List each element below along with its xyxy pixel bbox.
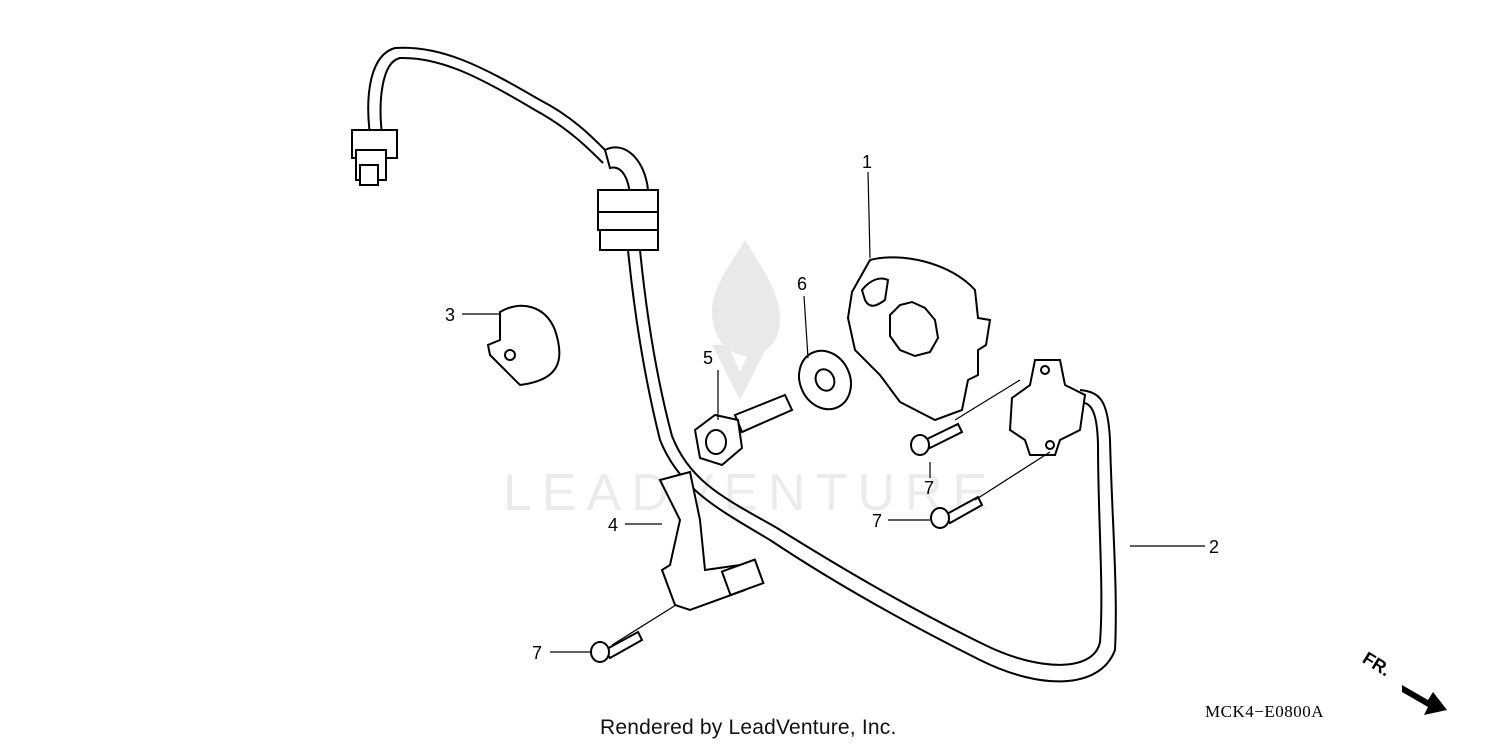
washer xyxy=(798,349,852,411)
callout-7b: 7 xyxy=(872,511,882,531)
watermark-flame-icon xyxy=(711,240,781,357)
flange-bolt xyxy=(693,393,794,467)
sensor-cover xyxy=(486,304,561,387)
connector-plug xyxy=(351,129,398,186)
part-code: MCK4−E0800A xyxy=(1205,702,1324,721)
callout-1: 1 xyxy=(862,152,872,172)
callout-4: 4 xyxy=(608,515,618,535)
credit-text: Rendered by LeadVenture, Inc. xyxy=(600,716,897,739)
callout-7c: 7 xyxy=(532,643,542,663)
pulser-rotor xyxy=(846,256,992,422)
callout-5: 5 xyxy=(703,348,713,368)
callout-3: 3 xyxy=(445,305,455,325)
wire-harness xyxy=(367,46,1117,683)
front-arrow-icon xyxy=(1402,685,1447,715)
watermark: LEADVENTURE xyxy=(503,240,997,522)
callout-2: 2 xyxy=(1209,537,1219,557)
wire-clamp xyxy=(658,470,765,612)
callout-6: 6 xyxy=(797,274,807,294)
watermark-text: LEADVENTURE xyxy=(503,464,997,522)
callout-7a: 7 xyxy=(924,478,934,498)
pulse-generator xyxy=(1008,359,1087,456)
leader-lines xyxy=(462,171,1205,653)
bolts xyxy=(590,422,984,663)
